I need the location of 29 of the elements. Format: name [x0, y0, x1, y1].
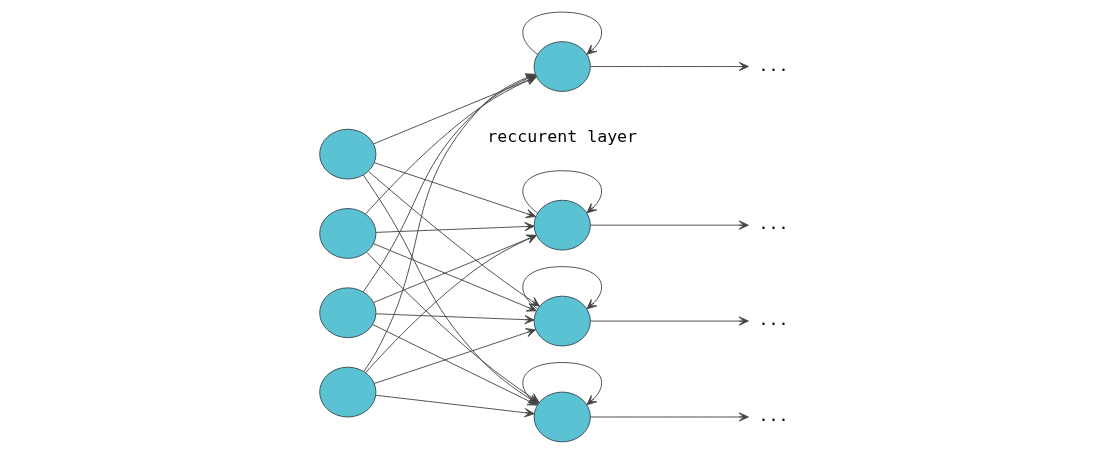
node-circle: [533, 295, 591, 347]
arrow: [365, 234, 537, 373]
node-circle: [533, 391, 591, 443]
node-text: ...: [758, 214, 789, 234]
arrow: [375, 394, 535, 418]
node-circle: [533, 199, 591, 251]
node-circle: [319, 208, 377, 259]
arrow: [373, 328, 537, 384]
node-circle: [533, 41, 591, 92]
node-circle: [319, 287, 377, 339]
arrow: [375, 222, 535, 233]
arrow: [522, 11, 603, 55]
arrow: [373, 243, 537, 312]
arrow: [522, 266, 603, 310]
node-circle: [319, 128, 377, 180]
node-circle: [319, 366, 377, 418]
arrow: [373, 234, 537, 303]
arrow: [368, 171, 540, 307]
arrow: [590, 61, 749, 72]
node-text: ...: [758, 406, 789, 426]
label: reccurent layer: [487, 126, 638, 146]
node-text: ...: [758, 55, 789, 75]
arrow: [590, 412, 749, 422]
node-text: ...: [758, 310, 789, 330]
arrow: [375, 313, 535, 325]
arrow: [590, 316, 749, 326]
arrow: [373, 162, 537, 219]
arrow: [522, 170, 603, 214]
arrow: [590, 220, 749, 230]
